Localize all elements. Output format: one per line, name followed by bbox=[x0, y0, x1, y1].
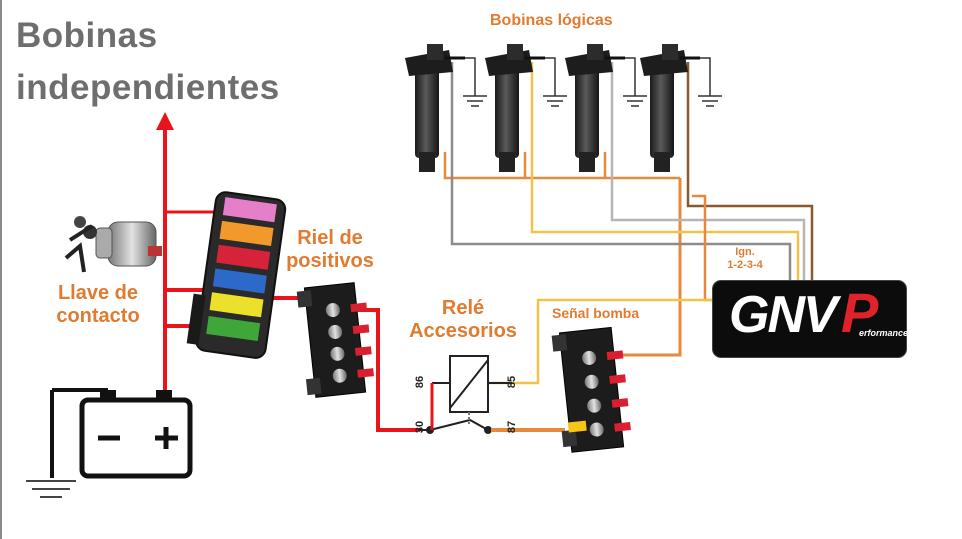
wire-gray-2 bbox=[610, 62, 806, 282]
slide-left-border bbox=[0, 0, 2, 539]
terminal-strip-icon bbox=[296, 282, 374, 398]
wire-gray-1 bbox=[450, 62, 792, 282]
positive-wires bbox=[156, 112, 420, 432]
ignition-key-label: Llave de contacto bbox=[42, 282, 154, 328]
logo-p: P bbox=[841, 281, 879, 344]
relay-pin-87: 87 bbox=[506, 420, 519, 434]
ignition-switch-icon bbox=[64, 216, 162, 273]
page-title-line1: Bobinas bbox=[16, 16, 158, 55]
coil-wires bbox=[443, 62, 814, 385]
coil-3 bbox=[565, 44, 625, 172]
wire-orange-to-terminal bbox=[620, 178, 682, 357]
page-title-line2: independientes bbox=[16, 68, 280, 107]
arrow-up bbox=[156, 112, 174, 130]
coil-grounds bbox=[463, 57, 722, 107]
coils bbox=[405, 44, 722, 172]
pump-terminal-strip bbox=[551, 326, 631, 453]
coil-4 bbox=[640, 44, 700, 172]
gnv-performance-logo: GNV P erformance bbox=[712, 280, 909, 358]
relay-icon bbox=[418, 355, 565, 434]
relay-pin-86: 86 bbox=[414, 375, 427, 389]
logo-sub: erformance bbox=[859, 328, 909, 338]
relay-label: Relé Accesorios bbox=[404, 297, 522, 343]
ignition-key-label-line2: contacto bbox=[56, 305, 140, 327]
relay-pin-30: 30 bbox=[414, 420, 427, 434]
relay-label-line1: Relé bbox=[441, 297, 485, 319]
ground-icon bbox=[26, 480, 76, 498]
coil-2 bbox=[485, 44, 545, 172]
pump-signal-label: Señal bomba bbox=[552, 305, 640, 321]
logo-brand: GNV bbox=[729, 286, 838, 344]
relay-label-line2: Accesorios bbox=[409, 320, 517, 342]
rail-label-line1: Riel de bbox=[297, 227, 363, 249]
coil-1 bbox=[405, 44, 465, 172]
relay-pin-85: 85 bbox=[506, 375, 519, 389]
battery-icon bbox=[50, 388, 193, 479]
wire-pump-signal bbox=[488, 298, 712, 385]
ign-label-line1: Ign. bbox=[735, 246, 755, 258]
rail-label-line2: positivos bbox=[286, 250, 374, 272]
ign-label: Ign. 1-2-3-4 bbox=[716, 246, 774, 271]
wire-yellow-1 bbox=[530, 62, 800, 282]
coils-label: Bobinas lógicas bbox=[490, 12, 613, 29]
rail-label: Riel de positivos bbox=[280, 227, 380, 273]
wire-to-relay-30 bbox=[358, 308, 420, 432]
ignition-key-label-line1: Llave de bbox=[57, 282, 139, 304]
fuse-box-icon bbox=[186, 191, 287, 359]
wire-brown bbox=[686, 62, 814, 282]
ign-label-line2: 1-2-3-4 bbox=[727, 258, 763, 271]
wire-coil-orange-bus bbox=[443, 152, 680, 180]
